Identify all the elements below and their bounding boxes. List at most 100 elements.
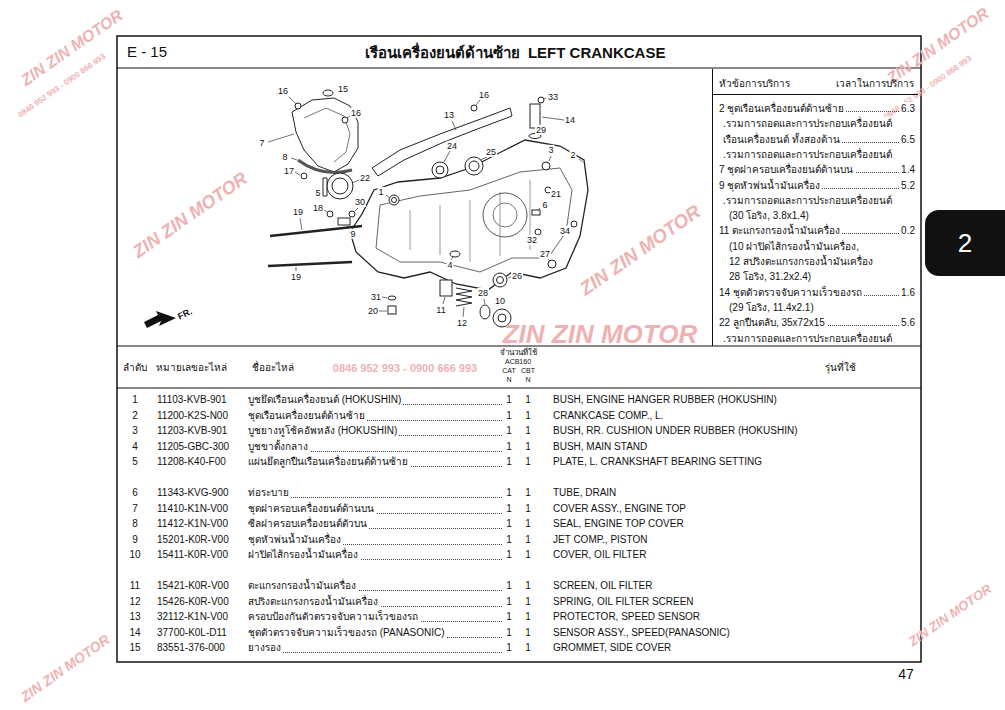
service-line: 9 ชุดหัวพ่นน้ำมันเครื่อง 5.2: [719, 179, 915, 192]
callout-number: 17: [283, 166, 295, 176]
service-item: เรือนเครื่องยนต์ ทั้งสองด้าน: [723, 133, 842, 146]
service-item: (29 โอริง, 11.4x2.1): [729, 301, 816, 314]
part-number: 15426-K0R-V00: [157, 596, 229, 608]
quantity: 1: [525, 441, 531, 453]
service-item: (30 โอริง, 3.8x1.4): [729, 209, 811, 222]
page-number: 47: [898, 666, 914, 682]
callout-number: 27: [539, 249, 551, 259]
callout-number: 2: [569, 150, 576, 160]
quantity: 1: [525, 596, 531, 608]
quantity: 1: [506, 518, 512, 530]
service-header: หัวข้อการบริการ: [719, 78, 790, 90]
service-time-box: หัวข้อการบริการ เวลาในการบริการ 2 ชุดเรือน…: [712, 69, 918, 346]
part-number: 11412-K1N-V00: [157, 518, 228, 530]
callout-number: 1: [377, 187, 384, 197]
part-number: 11343-KVG-900: [157, 487, 229, 499]
watermark-phone: 0846 952 993 - 0900 666 993: [333, 363, 477, 374]
row-index: 12: [129, 596, 140, 608]
quantity: 1: [506, 487, 512, 499]
row-index: 8: [132, 518, 138, 530]
callout-number: 19: [290, 272, 302, 282]
callout-number: 25: [485, 147, 497, 157]
part-name-thai: บูชยางหูโช้คอัพหลัง (HOKUSHIN): [248, 425, 399, 437]
part-name-english: COVER ASSY., ENGINE TOP: [553, 503, 686, 515]
row-index: 5: [132, 456, 138, 468]
watermark: ZIN ZIN MOTOR: [503, 321, 698, 347]
callout-number: 6: [541, 200, 548, 210]
table-header: ชื่ออะไหล่: [252, 362, 294, 374]
callout-number: 11: [435, 305, 446, 315]
callout-number: 10: [494, 296, 506, 306]
quantity: 1: [525, 410, 531, 422]
part-name-english: SCREEN, OIL FILTER: [553, 580, 652, 592]
quantity: 1: [506, 394, 512, 406]
callout-number: 7: [258, 138, 265, 148]
table-header: CBT: [521, 367, 535, 375]
watermark: ZIN ZIN MOTOR: [18, 632, 112, 704]
part-name-thai: ซีลฝาครอบเครื่องยนต์ตัวบน: [248, 518, 369, 530]
callout-number: 31: [370, 292, 382, 302]
quantity: 1: [506, 534, 512, 546]
part-name-english: GROMMET, SIDE COVER: [553, 642, 671, 654]
quantity: 1: [525, 425, 531, 437]
part-name-thai: ตะแกรงกรองน้ำมันเครื่อง: [248, 580, 358, 592]
service-item: 2 ชุดเรือนเครื่องยนต์ด้านซ้าย: [719, 102, 846, 115]
service-time: 5.2: [899, 179, 915, 192]
service-line: .รวมการถอดและการประกอบเครื่องยนต์: [723, 194, 915, 207]
service-line: 7 ชุดฝาครอบเครื่องยนต์ด้านบน1.4: [719, 163, 915, 176]
service-line: 2 ชุดเรือนเครื่องยนต์ด้านซ้าย6.3: [719, 102, 915, 115]
callout-number: 16: [478, 90, 490, 100]
part-name-thai: ชุดหัวพ่นน้ำมันเครื่อง: [248, 534, 343, 546]
part-number: 11208-K40-F00: [157, 456, 226, 468]
quantity: 1: [506, 425, 512, 437]
service-time: 5.6: [899, 316, 915, 329]
quantity: 1: [525, 503, 531, 515]
callout-number: 32: [526, 235, 538, 245]
row-index: 14: [129, 627, 140, 639]
service-item: .รวมการถอดและการประกอบเครื่องยนต์: [723, 148, 894, 161]
table-header: ACB160: [505, 358, 531, 366]
part-number: 32112-K1N-V00: [157, 611, 228, 623]
table-header: CAT: [502, 367, 515, 375]
quantity: 1: [525, 518, 531, 530]
part-name-thai: ชุดเรือนเครื่องยนต์ด้านซ้าย: [248, 410, 367, 422]
callout-number: 15: [337, 84, 349, 94]
part-number: 11410-K1N-V00: [157, 503, 228, 515]
callout-number: 28: [477, 288, 489, 298]
part-number: 15201-K0R-V00: [157, 534, 229, 546]
part-number: 11205-GBC-300: [157, 441, 229, 453]
quantity: 1: [525, 627, 531, 639]
part-number: 11103-KVB-901: [157, 394, 227, 406]
part-number: 11203-KVB-901: [157, 425, 227, 437]
callout-number: 14: [564, 115, 576, 125]
quantity: 1: [506, 580, 512, 592]
service-item: 12 สปริงตะแกรงกรองน้ำมันเครื่อง: [729, 255, 875, 268]
service-header: เวลาในการบริการ: [836, 78, 914, 90]
quantity: 1: [525, 580, 531, 592]
quantity: 1: [525, 487, 531, 499]
callout-number: 24: [446, 141, 458, 151]
part-number: 11200-K2S-N00: [157, 410, 228, 422]
service-item: 9 ชุดหัวพ่นน้ำมันเครื่อง: [719, 179, 822, 192]
row-index: 6: [132, 487, 138, 499]
callout-number: 21: [550, 189, 562, 199]
quantity: 1: [506, 441, 512, 453]
quantity: 1: [525, 394, 531, 406]
service-line: 28 โอริง, 31.2x2.4): [729, 270, 915, 283]
part-name-english: SPRING, OIL FILTER SCREEN: [553, 596, 694, 608]
service-line: 14 ชุดตัวตรวจจับความเร็วของรถ1.6: [719, 286, 915, 299]
quantity: 1: [506, 596, 512, 608]
service-item: .รวมการถอดและการประกอบเครื่องยนต์: [723, 194, 894, 207]
callout-number: 33: [547, 92, 559, 102]
row-index: 13: [129, 611, 140, 623]
table-header: N: [525, 376, 530, 384]
row-index: 15: [129, 642, 140, 654]
callout-number: 16: [350, 108, 362, 118]
front-indicator: FR.: [176, 306, 194, 322]
part-name-english: PLATE, L. CRANKSHAFT BEARING SETTING: [553, 456, 762, 468]
part-name-english: CRANKCASE COMP., L.: [553, 410, 663, 422]
part-name-english: JET COMP., PISTON: [553, 534, 647, 546]
table-header: รุ่นที่ใช้: [825, 362, 856, 374]
part-name-thai: ท่อระบาย: [248, 487, 291, 499]
row-index: 3: [132, 425, 138, 437]
